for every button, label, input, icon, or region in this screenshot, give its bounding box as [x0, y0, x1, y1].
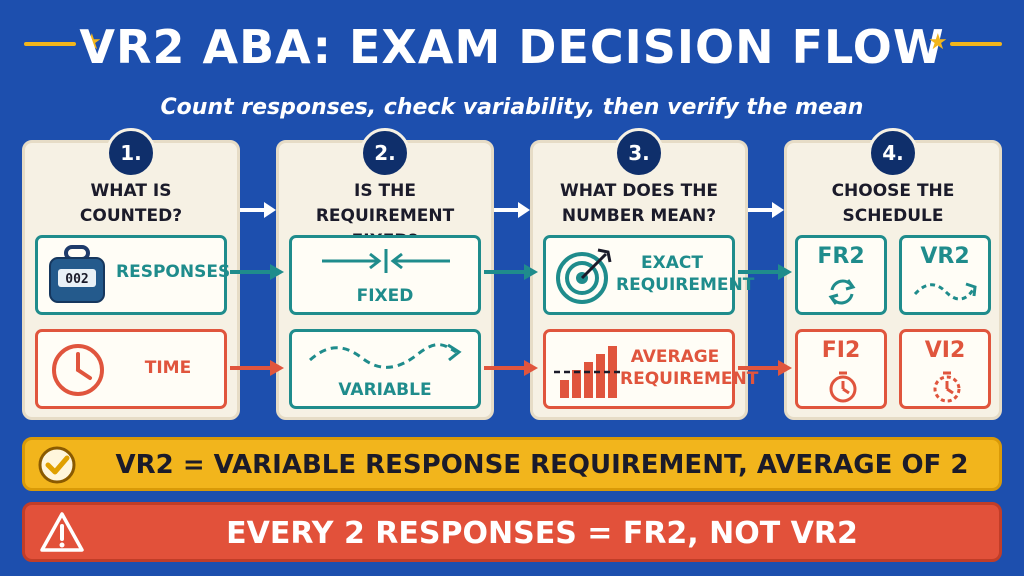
- option-card-variable: VARIABLE: [289, 329, 481, 409]
- schedule-card-vr2: VR2: [899, 235, 991, 315]
- connector-arrow-teal: [484, 264, 538, 280]
- schedule-card-fr2: FR2: [795, 235, 887, 315]
- connector-arrow-teal: [230, 264, 284, 280]
- schedule-label: FR2: [817, 244, 865, 269]
- step-number-1: 1.: [106, 128, 156, 178]
- option-card-responses: 002 RESPONSES: [35, 235, 231, 315]
- callout-correct-text: VR2 = VARIABLE RESPONSE REQUIREMENT, AVE…: [115, 450, 969, 480]
- warning-icon: [40, 512, 84, 552]
- stopwatch-icon: [829, 371, 857, 403]
- wavy-arrow-icon: [913, 282, 977, 301]
- check-icon: [38, 446, 76, 484]
- bar-chart-icon: [554, 346, 620, 398]
- title-row: ★ VR2 ABA: EXAM DECISION FLOW ★: [0, 6, 1024, 86]
- option-card-time: TIME: [35, 329, 227, 409]
- schedule-card-fi2: FI2: [795, 329, 887, 409]
- schedule-label: VI2: [924, 338, 966, 363]
- callout-correct: VR2 = VARIABLE RESPONSE REQUIREMENT, AVE…: [22, 437, 1002, 491]
- option-label: TIME: [144, 358, 192, 378]
- option-label: VARIABLE: [338, 380, 432, 400]
- option-label: RESPONSES: [116, 262, 231, 282]
- step-number-4: 4.: [868, 128, 918, 178]
- counter-icon: 002: [49, 245, 105, 303]
- connector-arrow-red: [738, 360, 792, 376]
- step-number-3: 3.: [614, 128, 664, 178]
- svg-text:002: 002: [65, 272, 88, 287]
- target-icon: [556, 248, 612, 304]
- callout-warning-text: EVERY 2 RESPONSES = FR2, NOT VR2: [226, 516, 858, 551]
- connector-arrow-red: [230, 360, 284, 376]
- page-title: VR2 ABA: EXAM DECISION FLOW: [79, 20, 945, 74]
- subtitle: Count responses, check variability, then…: [160, 95, 864, 120]
- option-label: FIXED: [356, 286, 414, 306]
- step-arrow-icon: [240, 202, 276, 218]
- star-icon: ★: [928, 30, 948, 55]
- fixed-arrows-icon: [322, 249, 450, 273]
- step-arrow-icon: [494, 202, 530, 218]
- title-divider-right: [950, 42, 1002, 46]
- dotted-clock-icon: [933, 371, 961, 403]
- wavy-arrow-icon: [309, 343, 462, 369]
- cycle-icon: [828, 279, 856, 305]
- star-icon: ★: [82, 30, 102, 55]
- clock-icon: [52, 344, 104, 396]
- option-card-fixed: FIXED: [289, 235, 481, 315]
- step-number-2: 2.: [360, 128, 410, 178]
- schedule-card-vi2: VI2: [899, 329, 991, 409]
- schedule-label: FI2: [821, 338, 861, 363]
- connector-arrow-teal: [738, 264, 792, 280]
- connector-arrow-red: [484, 360, 538, 376]
- step-arrow-icon: [748, 202, 784, 218]
- title-divider-left: [24, 42, 76, 46]
- schedule-label: VR2: [920, 244, 970, 269]
- callout-warning: EVERY 2 RESPONSES = FR2, NOT VR2: [22, 502, 1002, 562]
